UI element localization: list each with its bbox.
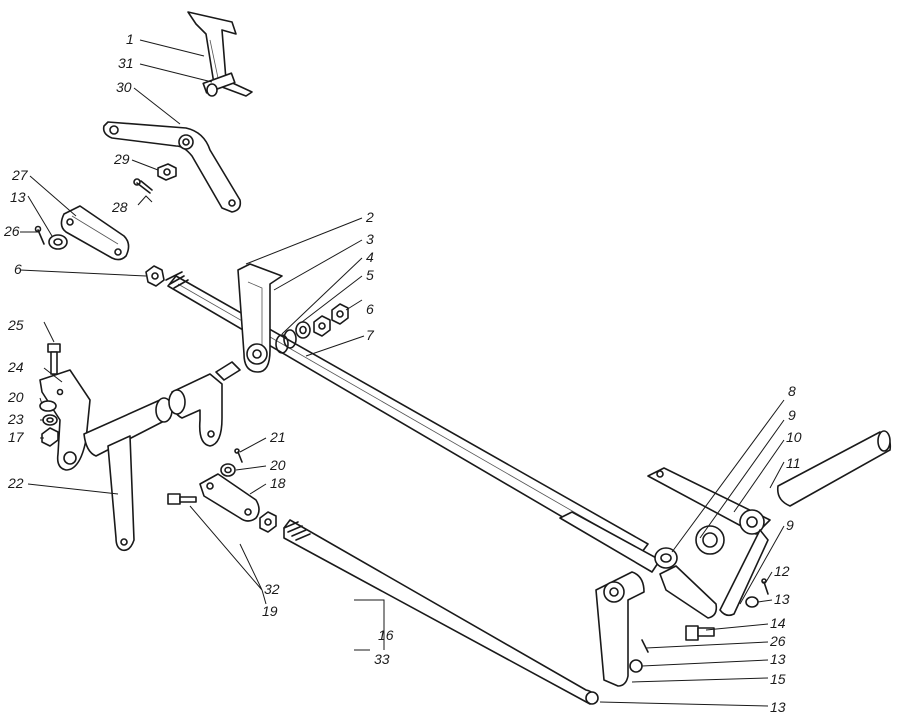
callout-9: 9 — [788, 407, 796, 423]
clevis-part-27 — [60, 205, 130, 261]
vertical-lever-part-15 — [595, 571, 645, 687]
callout-33: 33 — [374, 651, 390, 667]
nut-part-32 — [259, 511, 277, 533]
callout-28: 28 — [111, 199, 128, 215]
callout-12: 12 — [774, 563, 790, 579]
washer-part-9-right — [654, 547, 678, 569]
nut-part-29 — [157, 163, 177, 181]
callout-4: 4 — [366, 249, 374, 265]
nut-part-5b — [313, 315, 331, 337]
callout-22: 22 — [7, 475, 24, 491]
washer-part-20-left — [39, 400, 57, 412]
callout-21: 21 — [269, 429, 286, 445]
callout-27: 27 — [11, 167, 29, 183]
callout-2: 2 — [365, 209, 374, 225]
callout-20: 20 — [269, 457, 286, 473]
callout-23: 23 — [7, 411, 24, 427]
side-plate-part-12 — [719, 529, 769, 617]
callout-19: 19 — [262, 603, 278, 619]
callout-29: 29 — [113, 151, 130, 167]
washer-part-23 — [42, 414, 58, 426]
callout-17: 17 — [8, 429, 25, 445]
callout-5: 5 — [366, 267, 374, 283]
lever-part-22 — [107, 435, 135, 552]
callout-10: 10 — [786, 429, 802, 445]
callout-15: 15 — [770, 671, 786, 687]
shaft-part-11 — [776, 430, 892, 507]
bolt-part-14 — [685, 625, 715, 641]
nut-part-6-left — [145, 265, 165, 287]
bolt-part-25 — [47, 343, 61, 375]
callout-14: 14 — [770, 615, 786, 631]
callout-9: 9 — [786, 517, 794, 533]
callout-31: 31 — [118, 55, 134, 71]
callout-8: 8 — [788, 383, 796, 399]
callout-32: 32 — [264, 581, 280, 597]
callout-18: 18 — [270, 475, 286, 491]
callout-25: 25 — [7, 317, 24, 333]
callout-13: 13 — [10, 189, 26, 205]
washer-part-20-middle — [220, 463, 236, 477]
leader-lines — [19, 39, 785, 707]
callout-20: 20 — [7, 389, 24, 405]
shaft-collar — [168, 361, 241, 447]
callout-13: 13 — [774, 591, 790, 607]
callout-16: 16 — [378, 627, 394, 643]
washer-part-13-right — [745, 596, 759, 608]
callout-13: 13 — [770, 651, 786, 667]
callout-26: 26 — [769, 633, 786, 649]
shaft-part-22 — [83, 397, 173, 457]
pin-part-12-right — [761, 578, 769, 595]
callout-26: 26 — [3, 223, 20, 239]
bolt-part-19 — [167, 493, 197, 505]
bracket-part-1 — [187, 11, 253, 97]
callout-3: 3 — [366, 231, 374, 247]
washer-part-5 — [295, 321, 311, 339]
callout-30: 30 — [116, 79, 132, 95]
pin-part-26-right — [641, 639, 649, 653]
washer-part-13-top — [48, 234, 68, 250]
callout-11: 11 — [786, 455, 801, 471]
bracket-part-2-3 — [237, 263, 283, 373]
rod-part-16 — [283, 519, 599, 705]
washer-part-13-lower — [629, 659, 643, 673]
callout-24: 24 — [7, 359, 24, 375]
callout-7: 7 — [366, 327, 375, 343]
cotter-pin-part-28 — [133, 178, 153, 194]
pin-part-26-top — [34, 225, 45, 245]
nut-part-6-right — [331, 303, 349, 325]
pin-part-21 — [234, 448, 243, 463]
clevis-part-18 — [199, 473, 260, 522]
callout-6: 6 — [14, 261, 22, 277]
bent-lever-part-30 — [102, 121, 242, 213]
callout-labels: 1 31 30 29 28 27 13 26 6 2 3 4 5 6 7 25 … — [3, 31, 802, 715]
callout-6: 6 — [366, 301, 374, 317]
spring-washer-part-4 — [275, 329, 297, 354]
callout-1: 1 — [126, 31, 134, 47]
callout-13: 13 — [770, 699, 786, 715]
nut-part-17 — [41, 427, 59, 447]
